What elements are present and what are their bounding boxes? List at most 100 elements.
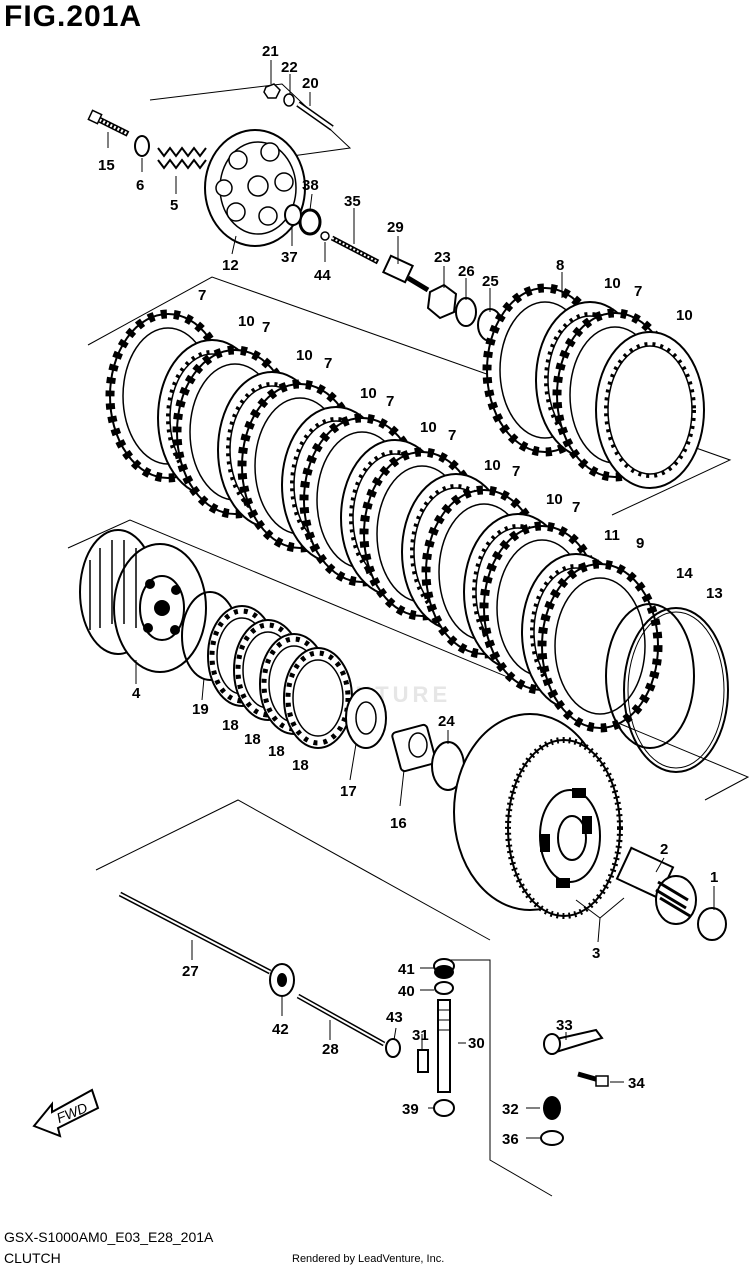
- callout-31: 31: [412, 1027, 429, 1044]
- clutch-release-shaft: [437, 999, 451, 1093]
- callout-41: 41: [398, 961, 415, 978]
- push-rod-frame: [95, 799, 491, 941]
- callout-10e: 10: [360, 385, 377, 402]
- release-bearing: [298, 208, 322, 236]
- callout-18d: 18: [292, 757, 309, 774]
- callout-35: 35: [344, 193, 361, 210]
- needle-bearing: [655, 875, 697, 925]
- callout-7d: 7: [324, 355, 332, 372]
- callout-19: 19: [192, 701, 209, 718]
- clutch-plate-stack-right: [487, 288, 706, 490]
- callout-13: 13: [706, 585, 723, 602]
- callout-44: 44: [314, 267, 331, 284]
- callout-9: 9: [636, 535, 644, 552]
- callout-28: 28: [322, 1041, 339, 1058]
- section-name: CLUTCH: [4, 1250, 61, 1266]
- callout-7f: 7: [448, 427, 456, 444]
- callout-29: 29: [387, 219, 404, 236]
- washer-36: [540, 1130, 564, 1146]
- plate-stack-frame-lower: [67, 519, 750, 801]
- release-shaft-bearing-41: [433, 958, 455, 979]
- release-shaft-bearing-39: [433, 1099, 455, 1117]
- wire-ring: [623, 607, 729, 773]
- steel-ball: [320, 231, 330, 241]
- figure-code: GSX-S1000AM0_E03_E28_201A: [4, 1229, 214, 1245]
- callout-7c: 7: [262, 319, 270, 336]
- callout-42: 42: [272, 1021, 289, 1038]
- callout-34: 34: [628, 1075, 645, 1092]
- callout-4: 4: [132, 685, 141, 702]
- callout-30: 30: [468, 1035, 485, 1052]
- callout-11: 11: [604, 527, 620, 544]
- callout-20: 20: [302, 75, 319, 92]
- callout-10g: 10: [484, 457, 501, 474]
- pressure-plate: [204, 129, 306, 247]
- clutch-hub-nut: [426, 283, 458, 320]
- callout-23: 23: [434, 249, 451, 266]
- clutch-hub-cam: [391, 723, 437, 773]
- primary-driven-gear: [453, 713, 623, 919]
- release-shaft-seal-40: [434, 981, 454, 995]
- plate-stack-frame: [87, 276, 732, 516]
- callout-33: 33: [556, 1017, 573, 1034]
- clutch-release-lever: [543, 1028, 604, 1055]
- clutch-spring-bolt: [87, 109, 130, 137]
- callout-10d: 10: [296, 347, 313, 364]
- callout-labels: 21 22 20 15 6 5 12 38 37 35 44 29 23 26 …: [98, 43, 723, 1148]
- dowel-pin: [417, 1049, 429, 1073]
- callout-16: 16: [390, 815, 407, 832]
- callout-36: 36: [502, 1131, 519, 1148]
- clutch-release-piece: [381, 254, 430, 293]
- adjuster-washer: [283, 93, 295, 107]
- callout-27: 27: [182, 963, 199, 980]
- callout-3: 3: [592, 945, 600, 962]
- push-rod-bearing: [269, 963, 295, 997]
- callout-25: 25: [482, 273, 499, 290]
- callout-39: 39: [402, 1101, 419, 1118]
- callout-12: 12: [222, 257, 239, 274]
- callout-10c: 10: [238, 313, 255, 330]
- callout-24: 24: [438, 713, 455, 730]
- render-credit: Rendered by LeadVenture, Inc.: [292, 1253, 445, 1265]
- callout-7a: 7: [634, 283, 642, 300]
- clutch-sleeve-hub: [79, 529, 207, 673]
- callout-1: 1: [710, 869, 718, 886]
- callout-22: 22: [281, 59, 298, 76]
- callout-21: 21: [262, 43, 279, 60]
- callout-7h: 7: [572, 499, 580, 516]
- callout-18c: 18: [268, 743, 285, 760]
- clutch-push-rod-short: [296, 993, 386, 1047]
- callout-2: 2: [660, 841, 668, 858]
- callout-6: 6: [136, 177, 144, 194]
- callout-26: 26: [458, 263, 475, 280]
- callout-7e: 7: [386, 393, 394, 410]
- thrust-washer-1: [697, 907, 727, 941]
- return-spring: [543, 1096, 561, 1120]
- spring-washer-seat: [345, 687, 387, 749]
- callout-14: 14: [676, 565, 693, 582]
- callout-38: 38: [302, 177, 319, 194]
- callout-37: 37: [281, 249, 298, 266]
- callout-7g: 7: [512, 463, 520, 480]
- callout-32: 32: [502, 1101, 519, 1118]
- clutch-spring: [157, 146, 207, 170]
- lock-nut: [263, 83, 281, 99]
- clutch-release-adjuster: [296, 101, 334, 131]
- callout-10b: 10: [676, 307, 693, 324]
- callout-15: 15: [98, 157, 115, 174]
- lever-bolt: [577, 1071, 609, 1087]
- fwd-arrow-icon: FWD: [32, 1088, 100, 1138]
- clutch-push-rod-screw: [330, 235, 380, 265]
- leader-lines: [107, 60, 715, 1139]
- figure-title: FIG.201A: [4, 0, 143, 33]
- spring-washer: [134, 135, 150, 157]
- oil-seal: [385, 1038, 401, 1058]
- callout-17: 17: [340, 783, 357, 800]
- callout-10a: 10: [604, 275, 621, 292]
- callout-18a: 18: [222, 717, 239, 734]
- thrust-washer: [284, 204, 302, 226]
- callout-5: 5: [170, 197, 178, 214]
- callout-10h: 10: [546, 491, 563, 508]
- callout-18b: 18: [244, 731, 261, 748]
